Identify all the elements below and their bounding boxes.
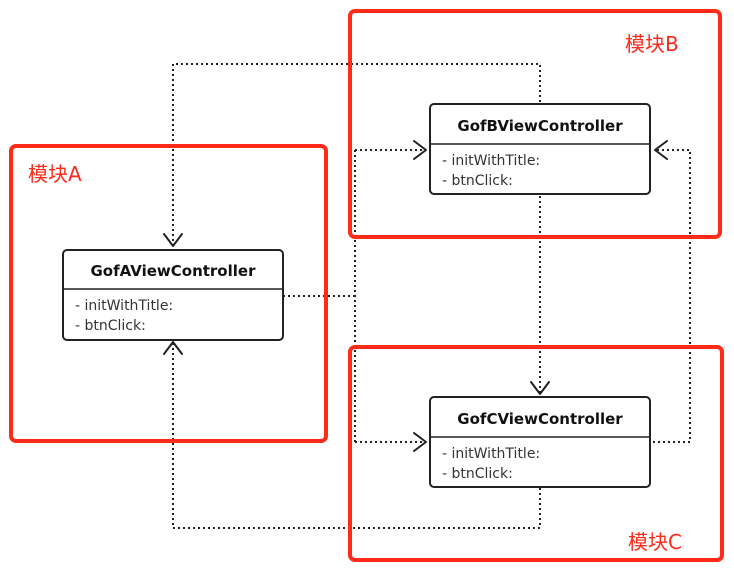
module-c-label: 模块C — [628, 530, 682, 554]
connector-c-to-b — [653, 149, 691, 443]
connectors — [163, 63, 691, 529]
arrowhead-into-b-left — [413, 140, 427, 160]
class-b-member-init: - initWithTitle: — [442, 153, 540, 169]
class-box-c-frame — [429, 396, 651, 488]
module-b-label: 模块B — [625, 32, 679, 56]
module-a: 模块A — [9, 144, 328, 443]
module-a-label: 模块A — [28, 162, 82, 186]
module-b: 模块B — [348, 9, 722, 239]
module-a-frame — [9, 144, 328, 443]
arrowhead-into-a-top — [163, 233, 183, 247]
connector-c-to-a — [172, 342, 541, 529]
class-box-a-frame — [62, 249, 284, 341]
class-c-title: GofCViewController — [457, 410, 623, 428]
class-a-member-init: - initWithTitle: — [75, 298, 173, 314]
arrowhead-into-a-bottom — [163, 341, 183, 355]
module-c-frame — [348, 345, 724, 562]
class-box-b-frame — [429, 103, 651, 195]
class-a-title: GofAViewController — [91, 262, 257, 280]
class-a-member-btnclick: - btnClick: — [75, 318, 146, 334]
class-box-a: GofAViewController - initWithTitle: - bt… — [62, 249, 284, 341]
arrowhead-into-c-top — [530, 381, 550, 395]
class-c-member-btnclick: - btnClick: — [442, 466, 513, 482]
class-box-c: GofCViewController - initWithTitle: - bt… — [429, 396, 651, 488]
class-b-member-btnclick: - btnClick: — [442, 173, 513, 189]
module-c: 模块C — [348, 345, 724, 562]
class-b-title: GofBViewController — [457, 117, 623, 135]
arrowhead-into-c-left — [413, 432, 427, 452]
arrowhead-into-b-right — [654, 140, 668, 160]
module-b-frame — [348, 9, 722, 239]
class-box-b: GofBViewController - initWithTitle: - bt… — [429, 103, 651, 195]
class-c-member-init: - initWithTitle: — [442, 446, 540, 462]
connector-b-to-a — [172, 63, 541, 246]
